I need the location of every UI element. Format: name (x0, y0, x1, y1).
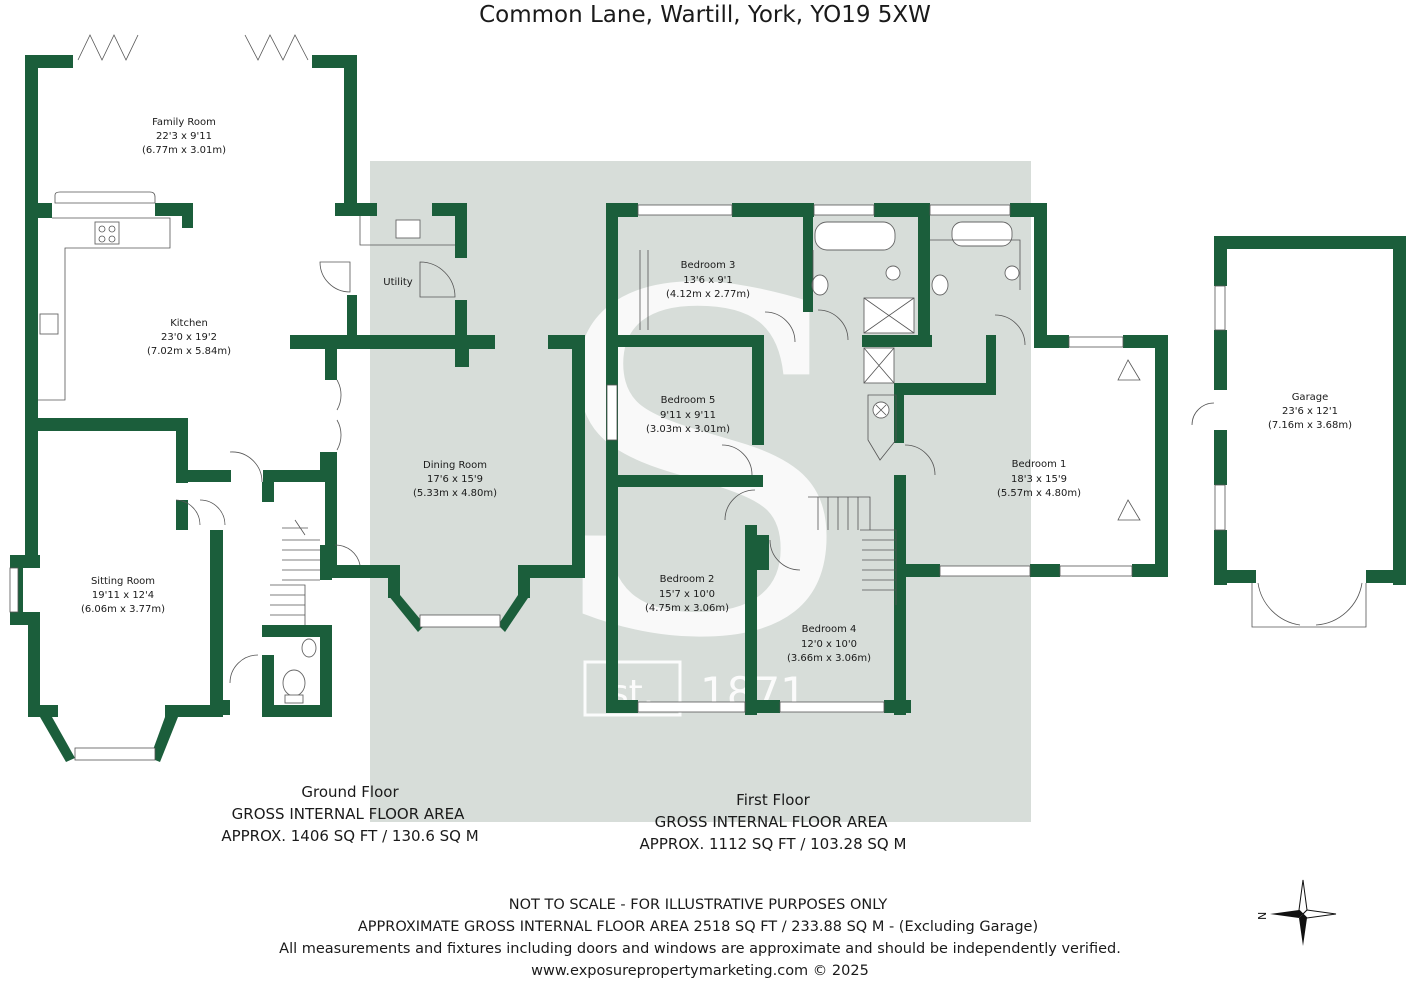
svg-text:Garage: Garage (1292, 392, 1329, 403)
page-title: Common Lane, Wartill, York, YO19 5XW (479, 2, 931, 28)
ground-floor-plan: Family Room 22'3 x 9'11 (6.77m x 3.01m) … (9, 34, 585, 762)
svg-text:(6.06m x 3.77m): (6.06m x 3.77m) (81, 604, 165, 615)
svg-text:Family Room: Family Room (152, 117, 216, 128)
svg-text:NOT TO SCALE - FOR ILLUSTRATIV: NOT TO SCALE - FOR ILLUSTRATIVE PURPOSES… (509, 897, 888, 913)
svg-text:(6.77m x 3.01m): (6.77m x 3.01m) (142, 145, 226, 156)
room-label-kitchen: Kitchen 23'0 x 19'2 (7.02m x 5.84m) (147, 318, 231, 357)
svg-text:Bedroom 3: Bedroom 3 (681, 260, 736, 271)
disclaimer-footer: NOT TO SCALE - FOR ILLUSTRATIVE PURPOSES… (279, 897, 1121, 979)
svg-text:All measurements and fixtures: All measurements and fixtures including … (279, 941, 1121, 957)
svg-text:18'3 x 15'9: 18'3 x 15'9 (1011, 474, 1067, 485)
svg-text:APPROX. 1112 SQ FT / 103.28 SQ: APPROX. 1112 SQ FT / 103.28 SQ M (640, 835, 907, 853)
svg-text:(5.57m x 4.80m): (5.57m x 4.80m) (997, 488, 1081, 499)
svg-text:(4.12m x 2.77m): (4.12m x 2.77m) (666, 289, 750, 300)
svg-text:23'6 x 12'1: 23'6 x 12'1 (1282, 406, 1338, 417)
svg-text:(5.33m x 4.80m): (5.33m x 4.80m) (413, 488, 497, 499)
room-label-sitting: Sitting Room 19'11 x 12'4 (6.06m x 3.77m… (81, 576, 165, 615)
svg-text:(3.03m x 3.01m): (3.03m x 3.01m) (646, 424, 730, 435)
svg-text:15'7 x 10'0: 15'7 x 10'0 (659, 589, 715, 600)
svg-text:19'11 x 12'4: 19'11 x 12'4 (92, 590, 154, 601)
svg-text:13'6 x 9'1: 13'6 x 9'1 (683, 275, 733, 286)
first-floor-area: First Floor GROSS INTERNAL FLOOR AREA AP… (640, 791, 907, 853)
room-label-bed4: Bedroom 4 12'0 x 10'0 (3.66m x 3.06m) (787, 624, 871, 664)
svg-text:(4.75m x 3.06m): (4.75m x 3.06m) (645, 603, 729, 614)
room-label-utility: Utility (383, 277, 412, 288)
room-label-bed5: Bedroom 5 9'11 x 9'11 (3.03m x 3.01m) (646, 395, 730, 435)
svg-text:(7.16m x 3.68m): (7.16m x 3.68m) (1268, 420, 1352, 431)
svg-text:9'11 x 9'11: 9'11 x 9'11 (660, 410, 716, 421)
svg-text:GROSS INTERNAL FLOOR AREA: GROSS INTERNAL FLOOR AREA (655, 813, 888, 831)
svg-text:Utility: Utility (383, 277, 412, 288)
svg-text:23'0 x 19'2: 23'0 x 19'2 (161, 332, 217, 343)
first-floor-plan: Bedroom 3 13'6 x 9'1 (4.12m x 2.77m) Bed… (606, 203, 1168, 715)
svg-text:APPROX. 1406 SQ FT / 130.6 SQ: APPROX. 1406 SQ FT / 130.6 SQ M (221, 827, 478, 845)
room-label-garage: Garage 23'6 x 12'1 (7.16m x 3.68m) (1268, 392, 1352, 431)
room-label-dining: Dining Room 17'6 x 15'9 (5.33m x 4.80m) (413, 460, 497, 499)
svg-text:Bedroom 4: Bedroom 4 (802, 624, 857, 635)
svg-text:Sitting Room: Sitting Room (91, 576, 155, 587)
svg-text:12'0 x 10'0: 12'0 x 10'0 (801, 639, 857, 650)
room-label-bed2: Bedroom 2 15'7 x 10'0 (4.75m x 3.06m) (645, 574, 729, 614)
room-label-bed1: Bedroom 1 18'3 x 15'9 (5.57m x 4.80m) (997, 459, 1081, 499)
svg-text:17'6 x 15'9: 17'6 x 15'9 (427, 474, 483, 485)
svg-text:Ground Floor: Ground Floor (301, 783, 399, 801)
svg-text:Kitchen: Kitchen (170, 318, 208, 329)
garage-plan: Garage 23'6 x 12'1 (7.16m x 3.68m) (1191, 236, 1406, 628)
svg-text:APPROXIMATE GROSS INTERNAL FLO: APPROXIMATE GROSS INTERNAL FLOOR AREA 25… (358, 919, 1038, 935)
svg-text:(3.66m x 3.06m): (3.66m x 3.06m) (787, 653, 871, 664)
svg-text:Bedroom 2: Bedroom 2 (660, 574, 715, 585)
ground-floor-area: Ground Floor GROSS INTERNAL FLOOR AREA A… (221, 783, 478, 845)
room-label-bed3: Bedroom 3 13'6 x 9'1 (4.12m x 2.77m) (666, 260, 750, 300)
svg-text:Dining Room: Dining Room (423, 460, 487, 471)
room-label-family: Family Room 22'3 x 9'11 (6.77m x 3.01m) (142, 117, 226, 156)
svg-text:Bedroom 1: Bedroom 1 (1012, 459, 1067, 470)
svg-text:www.exposurepropertymarketing.: www.exposurepropertymarketing.com © 2025 (531, 963, 869, 979)
svg-text:GROSS INTERNAL FLOOR AREA: GROSS INTERNAL FLOOR AREA (232, 805, 465, 823)
compass-north-label: N (1256, 912, 1269, 920)
svg-text:Bedroom 5: Bedroom 5 (661, 395, 716, 406)
svg-text:(7.02m x 5.84m): (7.02m x 5.84m) (147, 346, 231, 357)
compass-icon: N (1256, 879, 1337, 946)
svg-text:First Floor: First Floor (736, 791, 810, 809)
svg-text:22'3 x 9'11: 22'3 x 9'11 (156, 131, 212, 142)
